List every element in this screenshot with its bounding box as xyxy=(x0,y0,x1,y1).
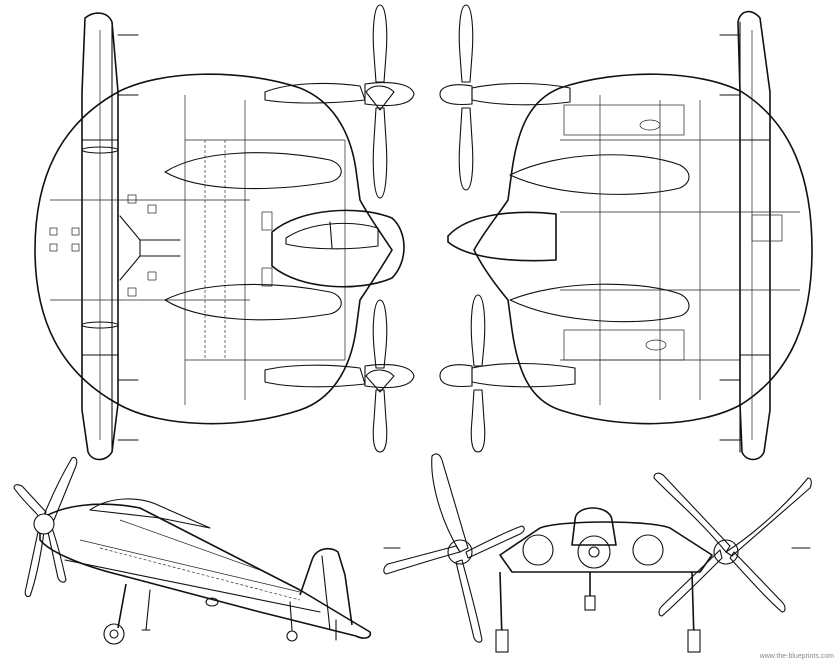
bottom-view-tail-plane xyxy=(737,10,771,461)
side-view-tail-fin xyxy=(299,547,353,626)
top-view xyxy=(34,4,415,461)
front-view-wing xyxy=(499,521,713,573)
bottom-view-prop-upper xyxy=(458,4,474,83)
side-view-prop xyxy=(41,456,78,521)
watermark-text: www.the-blueprints.com xyxy=(759,653,834,660)
side-view xyxy=(13,456,372,645)
bottom-view-wing-outline xyxy=(473,73,813,425)
bottom-view-prop-lower xyxy=(470,294,486,367)
front-view-prop-right xyxy=(653,472,731,553)
top-view-canopy xyxy=(271,209,405,288)
bottom-view xyxy=(439,4,813,461)
top-view-boom-lower xyxy=(264,364,366,388)
side-view-main-wheel xyxy=(103,623,125,645)
side-view-fuselage xyxy=(39,503,372,639)
front-view-nose xyxy=(577,535,611,569)
top-view-boom-upper xyxy=(264,82,366,104)
top-view-nacelle-upper xyxy=(164,152,342,190)
top-view-prop-lower xyxy=(372,299,388,369)
top-view-wing-outline xyxy=(34,73,393,425)
front-view xyxy=(383,453,812,653)
top-view-nacelle-lower xyxy=(164,283,342,321)
top-view-prop-upper xyxy=(372,4,388,83)
front-view-prop-left xyxy=(431,453,469,553)
